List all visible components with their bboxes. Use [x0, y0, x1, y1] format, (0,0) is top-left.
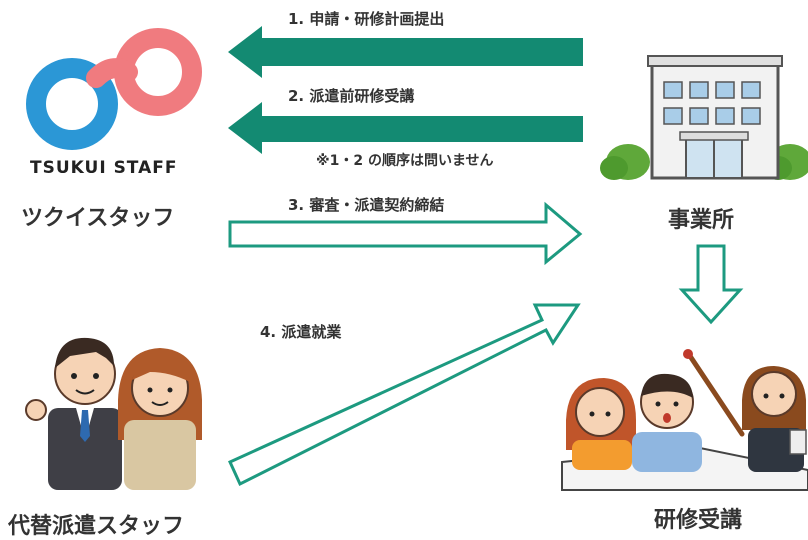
step2-label: 2. 派遣前研修受講 — [288, 87, 415, 105]
training-label: 研修受講 — [654, 508, 743, 533]
arrow-step4 — [228, 303, 581, 487]
logo-text: TSUKUI STAFF — [30, 158, 178, 178]
office-label: 事業所 — [668, 208, 735, 233]
staff-people-icon — [25, 337, 202, 490]
arrow-step1 — [228, 26, 583, 78]
tsukui-logo-icon — [26, 28, 202, 150]
step3-label: 3. 審査・派遣契約締結 — [288, 196, 445, 214]
step4-label: 4. 派遣就業 — [260, 323, 342, 341]
order-note: ※1・2 の順序は問いません — [316, 153, 494, 169]
company-name: ツクイスタッフ — [21, 206, 175, 231]
step1-label: 1. 申請・研修計画提出 — [288, 10, 445, 28]
arrow-down — [678, 244, 744, 325]
staff-label: 代替派遣スタッフ — [8, 514, 185, 539]
office-building-icon — [600, 55, 808, 180]
training-scene-icon — [561, 349, 808, 491]
arrow-step3 — [228, 201, 583, 266]
arrow-step2 — [228, 102, 583, 154]
